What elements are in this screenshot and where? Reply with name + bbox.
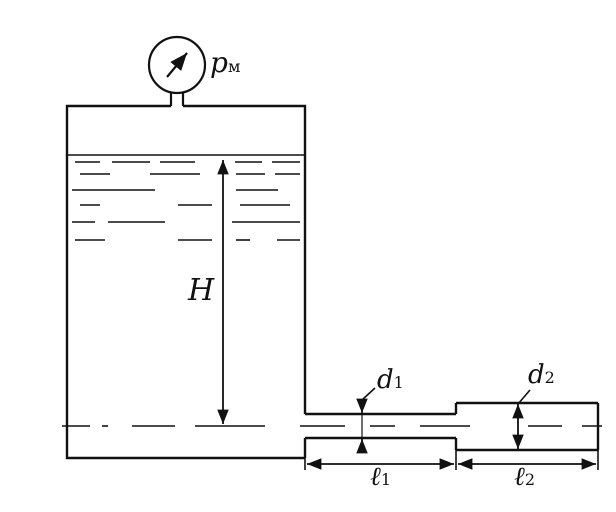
gauge-symbol: p (210, 46, 228, 79)
l1-label: ℓ1 (370, 462, 391, 492)
pressure-gauge (147, 35, 207, 106)
d1-label: d1 (377, 365, 404, 395)
d2-subscript: 2 (545, 368, 555, 387)
gauge-label: pм (210, 46, 240, 79)
l1-subscript: 1 (381, 470, 391, 489)
tank-outline (65, 104, 307, 460)
d1-subscript: 1 (394, 373, 404, 392)
height-label: H (187, 273, 215, 308)
l2-subscript: 2 (525, 470, 535, 489)
l1-dimension (304, 450, 457, 470)
d1-symbol: d (377, 365, 394, 395)
pipe-section-2 (456, 401, 600, 452)
d1-dimension (356, 387, 376, 454)
gauge-subscript: м (228, 57, 240, 76)
d2-label: d2 (528, 360, 555, 390)
gauge-stem (169, 93, 185, 106)
gauge-needle (166, 52, 188, 78)
water-hatching (72, 161, 300, 241)
d2-symbol: d (528, 360, 545, 390)
gauge-dial (147, 35, 207, 95)
l2-dimension (458, 450, 599, 470)
l1-symbol: ℓ (370, 462, 381, 492)
d2-dimension (512, 389, 531, 449)
l2-label: ℓ2 (514, 462, 535, 492)
pipe-section-1 (303, 412, 456, 458)
l2-symbol: ℓ (514, 462, 525, 492)
